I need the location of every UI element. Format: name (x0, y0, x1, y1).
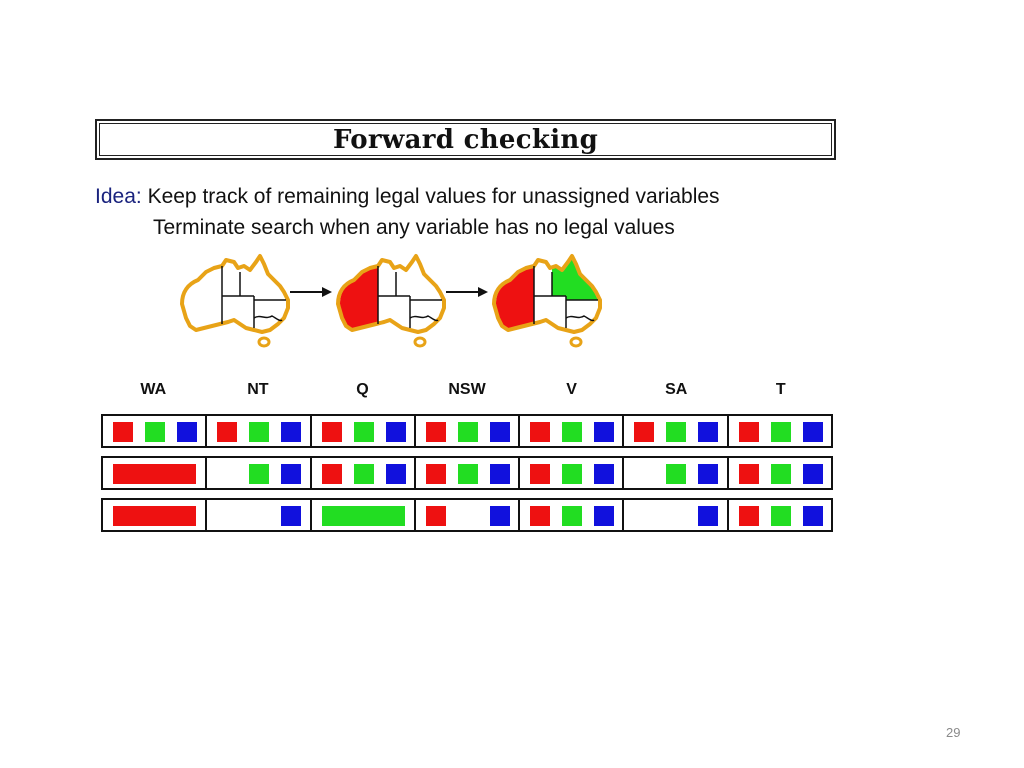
arrow-1 (290, 287, 332, 297)
var-label-nsw: NSW (448, 381, 486, 398)
value-blue (802, 506, 823, 526)
value-blue (281, 464, 302, 484)
wa-region (496, 266, 534, 330)
domain-cell-nsw (416, 458, 521, 488)
value-green (770, 506, 791, 526)
domain-cell-v (520, 500, 625, 530)
domain-cell-q (312, 416, 416, 446)
value-blue (281, 506, 302, 526)
map-2 (336, 254, 446, 348)
value-green (145, 422, 165, 442)
value-green (562, 506, 583, 526)
domain-cell-wa (103, 416, 208, 446)
value-green (770, 422, 791, 442)
value-blue (698, 506, 719, 526)
value-red (321, 464, 342, 484)
wa-region (340, 266, 378, 330)
value-green (666, 464, 687, 484)
value-blue (594, 422, 615, 442)
value-blue (489, 464, 510, 484)
value-red (530, 506, 551, 526)
domain-cell-v (520, 458, 625, 488)
slide-title: Forward checking (332, 124, 599, 155)
assigned-value-bar (321, 506, 405, 526)
map-3 (492, 254, 602, 348)
assigned-value-bar (113, 464, 196, 484)
value-red (738, 422, 759, 442)
idea-line-1: Idea: Keep track of remaining legal valu… (95, 185, 720, 209)
value-green (353, 422, 374, 442)
var-label-wa: WA (140, 381, 167, 398)
idea-text-1: Keep track of remaining legal values for… (147, 185, 720, 208)
value-red (321, 422, 342, 442)
value-blue (177, 422, 197, 442)
domain-cell-nt (207, 458, 312, 488)
domain-cell-nt (207, 416, 312, 446)
value-red (425, 464, 446, 484)
arrow-2 (446, 287, 488, 297)
value-red (217, 422, 238, 442)
domain-cell-q (312, 458, 416, 488)
value-blue (385, 464, 406, 484)
assigned-value-bar (113, 506, 196, 526)
domain-cell-t (729, 458, 831, 488)
domain-cell-q (312, 500, 416, 530)
var-label-v: V (566, 381, 577, 398)
value-blue (698, 422, 719, 442)
slide-title-box: Forward checking (95, 119, 836, 160)
value-green (249, 464, 270, 484)
value-green (457, 464, 478, 484)
domain-row (101, 456, 833, 490)
var-label-t: T (775, 381, 786, 398)
domain-cell-t (729, 416, 831, 446)
value-red (530, 422, 551, 442)
value-blue (489, 506, 510, 526)
value-blue (594, 506, 615, 526)
value-red (634, 422, 655, 442)
value-red (738, 506, 759, 526)
domain-cell-sa (624, 458, 729, 488)
value-green (353, 464, 374, 484)
value-blue (385, 422, 406, 442)
var-label-sa: SA (665, 381, 688, 398)
q-region (552, 256, 598, 300)
var-label-nt: NT (247, 381, 269, 398)
page-number: 29 (946, 725, 961, 740)
domain-cell-wa (103, 458, 208, 488)
value-green (249, 422, 270, 442)
value-blue (281, 422, 302, 442)
value-blue (802, 422, 823, 442)
domain-row (101, 498, 833, 532)
domain-cell-t (729, 500, 831, 530)
value-blue (802, 464, 823, 484)
domain-cell-sa (624, 500, 729, 530)
value-red (113, 422, 133, 442)
variable-labels: WA NT Q NSW V SA T (101, 381, 833, 403)
value-blue (489, 422, 510, 442)
domain-cell-wa (103, 500, 208, 530)
idea-line-2: Terminate search when any variable has n… (153, 216, 675, 239)
domain-cell-v (520, 416, 625, 446)
idea-label: Idea: (95, 185, 142, 208)
value-red (530, 464, 551, 484)
value-green (562, 464, 583, 484)
slide-title-frame: Forward checking (99, 123, 832, 156)
value-red (738, 464, 759, 484)
domain-cell-nt (207, 500, 312, 530)
map-sequence (180, 254, 602, 348)
value-green (562, 422, 583, 442)
value-green (770, 464, 791, 484)
domain-row (101, 414, 833, 448)
value-blue (594, 464, 615, 484)
value-blue (698, 464, 719, 484)
var-label-q: Q (356, 381, 369, 398)
value-red (425, 422, 446, 442)
value-green (457, 422, 478, 442)
value-red (425, 506, 446, 526)
value-green (666, 422, 687, 442)
map-1 (180, 254, 290, 348)
domain-cell-sa (624, 416, 729, 446)
domain-cell-nsw (416, 416, 521, 446)
domain-cell-nsw (416, 500, 521, 530)
